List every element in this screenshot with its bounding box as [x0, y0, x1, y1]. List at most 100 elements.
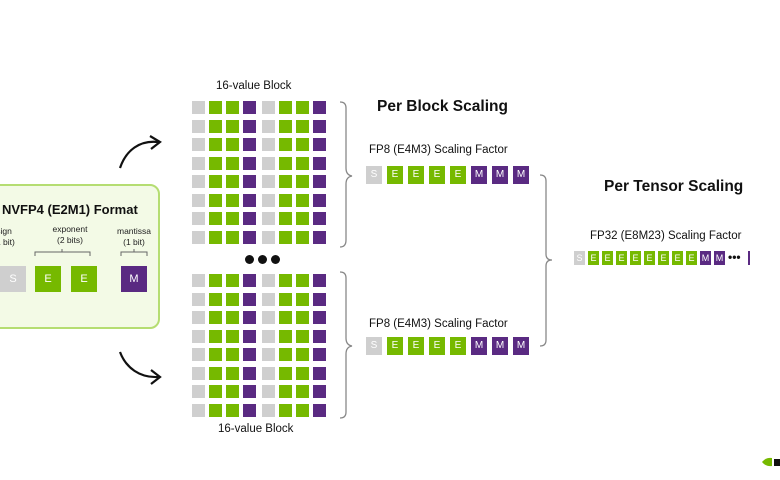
sign-label-line2: (1 bit): [0, 237, 15, 247]
sign-cell: [262, 274, 275, 287]
bottom-block-brace: [339, 271, 353, 419]
mantissa-cell: [313, 175, 326, 188]
exponent-cell: [226, 366, 239, 380]
exponent-cell: [209, 329, 222, 343]
mantissa-cell: [313, 212, 326, 225]
sign-cell: [262, 175, 275, 188]
sign-cell: [192, 274, 205, 287]
mantissa-label-line2: (1 bit): [123, 237, 145, 247]
exponent-cell: [209, 175, 222, 188]
dot: [245, 255, 254, 264]
bottom-block-label: 16-value Block: [218, 423, 294, 435]
sign-cell: [262, 311, 275, 324]
sign-cell: [262, 193, 275, 207]
exponent-cell: [279, 193, 292, 207]
exponent-cell: [279, 403, 292, 417]
mantissa-cell: [243, 403, 256, 417]
mantissa-cell: [313, 119, 326, 133]
exponent-cell: [209, 212, 222, 225]
mantissa-cell: [313, 138, 326, 151]
exponent-bit: E: [71, 266, 97, 292]
sign-cell: [192, 138, 205, 151]
sign-bit: S: [0, 266, 26, 292]
sign-cell: [192, 230, 205, 244]
exponent-cell: [209, 385, 222, 398]
exponent-cell: [226, 101, 239, 114]
mantissa-cell: [313, 348, 326, 361]
fp32-last-bit: [748, 251, 750, 265]
mantissa-cell: [243, 101, 256, 114]
exponent-cell: [209, 230, 222, 244]
sign-cell: [192, 101, 205, 114]
mantissa-cell: [243, 311, 256, 324]
mantissa-cell: [243, 385, 256, 398]
exponent-cell: [296, 385, 309, 398]
exponent-bit: E: [408, 166, 424, 184]
exponent-cell: [226, 175, 239, 188]
mantissa-cell: [243, 348, 256, 361]
exponent-bit: E: [672, 251, 683, 265]
mantissa-cell: [243, 156, 256, 170]
exponent-cell: [226, 274, 239, 287]
mantissa-cell: [243, 366, 256, 380]
sign-cell: [262, 119, 275, 133]
exponent-cell: [209, 101, 222, 114]
exponent-cell: [279, 138, 292, 151]
sign-cell: [192, 175, 205, 188]
exponent-cell: [279, 212, 292, 225]
exponent-bit: E: [644, 251, 655, 265]
mantissa-cell: [313, 230, 326, 244]
sign-cell: [192, 193, 205, 207]
exponent-cell: [296, 119, 309, 133]
mantissa-bit: M: [513, 337, 529, 355]
exponent-cell: [296, 329, 309, 343]
bottom-fp8-label: FP8 (E4M3) Scaling Factor: [369, 318, 508, 330]
mantissa-bit: M: [471, 166, 487, 184]
mantissa-cell: [313, 403, 326, 417]
mantissa-bit: M: [513, 166, 529, 184]
exponent-cell: [296, 403, 309, 417]
per-block-heading: Per Block Scaling: [377, 98, 508, 115]
exponent-cell: [279, 366, 292, 380]
bottom-value-block: [192, 274, 332, 422]
exponent-label-line1: exponent: [52, 224, 88, 234]
exponent-bit: E: [429, 166, 445, 184]
nvidia-logo-icon: [762, 457, 780, 467]
sign-cell: [262, 403, 275, 417]
exponent-cell: [209, 156, 222, 170]
exponent-cell: [279, 274, 292, 287]
arrow-head-bottom: [150, 369, 162, 385]
exponent-cell: [296, 138, 309, 151]
sign-cell: [192, 119, 205, 133]
sign-cell: [262, 212, 275, 225]
mantissa-cell: [313, 329, 326, 343]
mantissa-cell: [313, 385, 326, 398]
sign-cell: [192, 311, 205, 324]
top-value-block: [192, 101, 332, 249]
mantissa-cell: [313, 292, 326, 306]
exponent-bit: E: [450, 166, 466, 184]
exponent-cell: [209, 311, 222, 324]
exponent-cell: [296, 311, 309, 324]
exponent-cell: [226, 230, 239, 244]
exponent-cell: [226, 292, 239, 306]
sign-cell: [192, 292, 205, 306]
sign-cell: [192, 156, 205, 170]
exponent-cell: [209, 119, 222, 133]
sign-cell: [192, 403, 205, 417]
sign-cell: [192, 212, 205, 225]
sign-cell: [192, 366, 205, 380]
mantissa-label-line1: mantissa: [116, 226, 151, 236]
sign-label: sign (1 bit): [0, 226, 18, 248]
sign-cell: [192, 329, 205, 343]
sign-label-line1: sign: [0, 226, 12, 236]
exponent-bit: E: [408, 337, 424, 355]
exponent-cell: [209, 274, 222, 287]
exponent-cell: [209, 138, 222, 151]
exponent-cell: [279, 230, 292, 244]
exponent-cell: [279, 385, 292, 398]
mantissa-cell: [243, 329, 256, 343]
exponent-bit: E: [387, 337, 403, 355]
